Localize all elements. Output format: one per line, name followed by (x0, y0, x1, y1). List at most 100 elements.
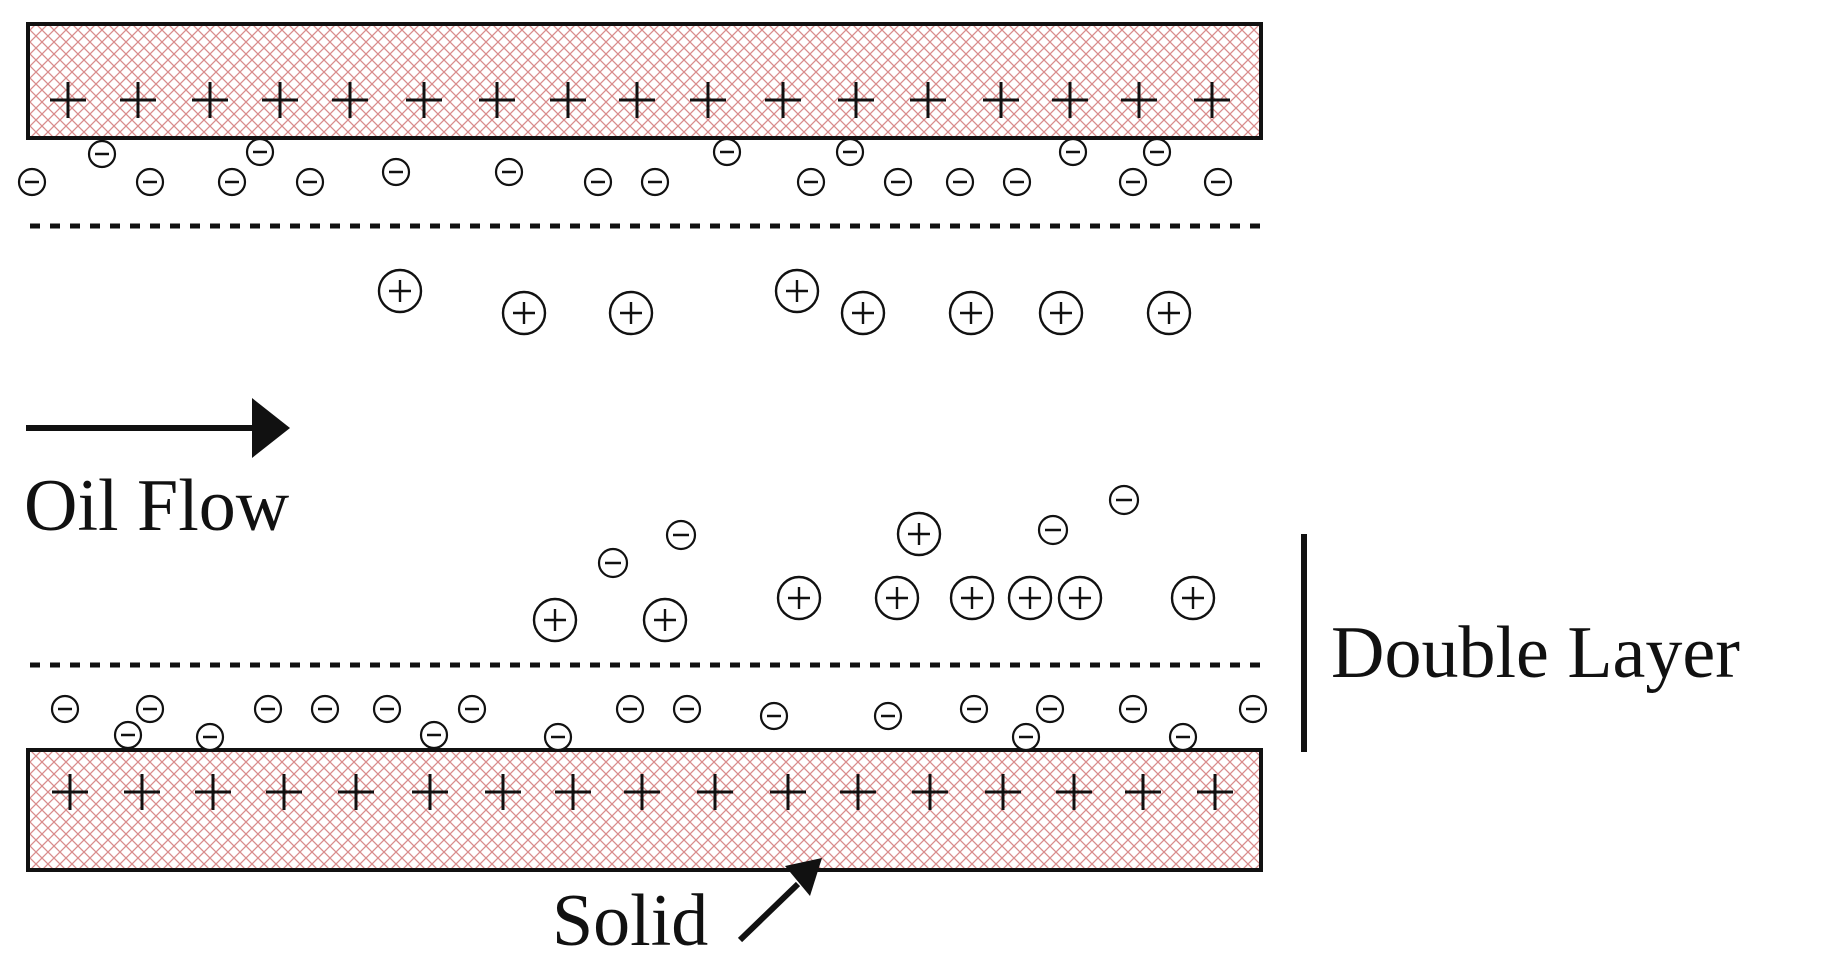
positive-charge-icon (1194, 82, 1230, 118)
right-arrow-head-icon (252, 398, 290, 458)
adsorbed-negative-ions (17, 137, 1268, 752)
negative-ion-icon (583, 167, 613, 197)
positive-charge-icon (555, 774, 591, 810)
diagonal-arrow-head-icon (785, 858, 822, 896)
negative-ion-icon (253, 694, 283, 724)
positive-ion-icon (1057, 575, 1103, 621)
positive-charge-icon (1125, 774, 1161, 810)
solid-label: Solid (552, 880, 708, 962)
positive-charge-icon (120, 82, 156, 118)
oil-flow-arrow (26, 398, 290, 458)
positive-charge-icon (619, 82, 655, 118)
positive-ion-icon (377, 268, 423, 314)
positive-ion-icon (840, 290, 886, 336)
negative-ion-icon (672, 694, 702, 724)
positive-charge-icon (479, 82, 515, 118)
negative-ion-icon (1168, 722, 1198, 752)
positive-ion-icon (774, 268, 820, 314)
top-solid-wall (26, 22, 1263, 140)
negative-ion-icon (381, 157, 411, 187)
positive-ion-icon (642, 597, 688, 643)
positive-charge-icon (52, 774, 88, 810)
positive-charge-icon (765, 82, 801, 118)
negative-ion-icon (113, 720, 143, 750)
negative-ion-icon (17, 167, 47, 197)
positive-charge-icon (697, 774, 733, 810)
positive-ion-icon (776, 575, 822, 621)
positive-charge-icon (50, 82, 86, 118)
positive-ion-icon (532, 597, 578, 643)
positive-charge-icon (690, 82, 726, 118)
positive-ion-icon (949, 575, 995, 621)
negative-ion-icon (945, 167, 975, 197)
positive-charge-icon (1121, 82, 1157, 118)
negative-ion-icon (372, 694, 402, 724)
negative-ion-icon (87, 139, 117, 169)
negative-ion-icon (640, 167, 670, 197)
negative-ion-icon (1142, 137, 1172, 167)
negative-ion-icon (50, 694, 80, 724)
negative-ion-icon (835, 137, 865, 167)
negative-ion-icon (1037, 514, 1069, 546)
negative-ion-icon (1118, 694, 1148, 724)
negative-ion-icon (1035, 694, 1065, 724)
positive-charge-icon (910, 82, 946, 118)
negative-ion-icon (597, 547, 629, 579)
positive-charge-icon (985, 774, 1021, 810)
negative-ion-icon (615, 694, 645, 724)
positive-ion-icon (948, 290, 994, 336)
negative-ion-icon (883, 167, 913, 197)
positive-charge-icon (266, 774, 302, 810)
positive-ion-icon (874, 575, 920, 621)
negative-ion-icon (457, 694, 487, 724)
positive-charge-icon (485, 774, 521, 810)
mobile-negative-ions (597, 484, 1140, 579)
negative-ion-icon (494, 157, 524, 187)
positive-charge-icon (192, 82, 228, 118)
solid-surface-positive-charges (50, 82, 1233, 810)
positive-charge-icon (550, 82, 586, 118)
mobile-positive-ions (377, 268, 1216, 643)
negative-ion-icon (135, 694, 165, 724)
positive-ion-icon (896, 511, 942, 557)
positive-charge-icon (332, 82, 368, 118)
solid-pointer-arrow (737, 858, 822, 943)
negative-ion-icon (543, 722, 573, 752)
positive-ion-icon (1038, 290, 1084, 336)
positive-ion-icon (1170, 575, 1216, 621)
negative-ion-icon (1108, 484, 1140, 516)
negative-ion-icon (135, 167, 165, 197)
positive-charge-icon (1056, 774, 1092, 810)
negative-ion-icon (759, 701, 789, 731)
negative-ion-icon (1002, 167, 1032, 197)
oil-flow-label: Oil Flow (24, 465, 290, 547)
negative-ion-icon (310, 694, 340, 724)
positive-ion-icon (501, 290, 547, 336)
positive-charge-icon (124, 774, 160, 810)
positive-charge-icon (912, 774, 948, 810)
positive-charge-icon (983, 82, 1019, 118)
negative-ion-icon (1203, 167, 1233, 197)
positive-charge-icon (838, 82, 874, 118)
positive-charge-icon (1052, 82, 1088, 118)
negative-ion-icon (959, 694, 989, 724)
positive-ion-icon (608, 290, 654, 336)
positive-ion-icon (1007, 575, 1053, 621)
negative-ion-icon (217, 167, 247, 197)
negative-ion-icon (1058, 137, 1088, 167)
positive-charge-icon (262, 82, 298, 118)
positive-charge-icon (624, 774, 660, 810)
negative-ion-icon (419, 720, 449, 750)
negative-ion-icon (295, 167, 325, 197)
positive-charge-icon (412, 774, 448, 810)
positive-charge-icon (770, 774, 806, 810)
negative-ion-icon (195, 722, 225, 752)
negative-ion-icon (1238, 694, 1268, 724)
diagonal-arrow-icon (737, 881, 801, 943)
negative-ion-icon (796, 167, 826, 197)
bottom-solid-wall (26, 748, 1263, 872)
negative-ion-icon (873, 701, 903, 731)
positive-charge-icon (338, 774, 374, 810)
negative-ion-icon (665, 519, 697, 551)
